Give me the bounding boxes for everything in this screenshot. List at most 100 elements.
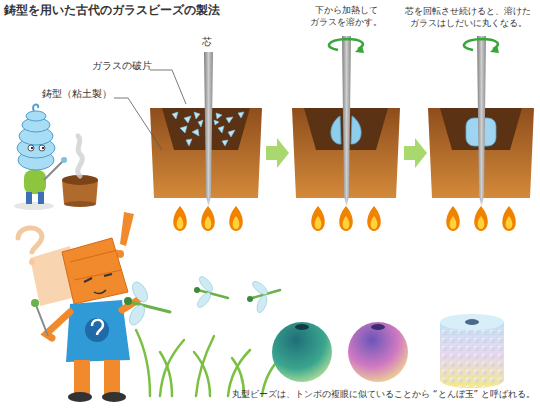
small-kiln — [62, 136, 98, 207]
leader-line — [150, 70, 186, 104]
round-bead — [272, 322, 332, 382]
flame — [173, 206, 187, 231]
caption: 丸型ビーズは、トンボの複眼に似ていることから “とんぼ玉” と呼ばれる。 — [232, 389, 535, 401]
orange-character — [18, 212, 138, 402]
dragonfly-wing — [129, 279, 150, 304]
grass — [136, 330, 282, 396]
glass-fragment — [218, 126, 224, 133]
bead-body — [348, 322, 408, 382]
arrow-head — [355, 45, 364, 53]
badge-question — [92, 320, 103, 335]
glass-bead — [31, 299, 39, 307]
grass-blade — [136, 330, 150, 396]
arm — [46, 312, 70, 338]
shadow — [14, 202, 54, 210]
bead-body — [272, 322, 332, 382]
glass-fragment — [186, 139, 192, 146]
mouth — [94, 290, 106, 294]
glass-fragment — [216, 113, 222, 119]
bead-hole — [371, 324, 385, 330]
flame — [367, 206, 381, 231]
round-bead — [348, 322, 408, 382]
glass-fragment — [172, 112, 178, 119]
grass-blade — [160, 352, 172, 396]
grass-blade — [160, 340, 184, 396]
cylinder-bead — [440, 314, 504, 388]
kiln-base — [64, 201, 96, 207]
diagram-title: 鋳型を用いた古代のガラスビーズの製法 — [4, 3, 220, 18]
dragonfly-wing — [126, 302, 147, 327]
melted-glass — [351, 116, 361, 144]
dragonfly-eye — [124, 297, 132, 305]
head — [62, 238, 128, 304]
dragonfly-eye — [194, 287, 200, 293]
pupil — [42, 147, 44, 149]
part-label: ガラスの破片 — [92, 60, 152, 72]
dragonfly-wing — [251, 279, 270, 297]
rotation-arrow — [329, 39, 498, 50]
leg — [26, 192, 32, 204]
glass-fragment — [180, 126, 187, 133]
leg — [38, 192, 44, 204]
dragonfly-wing — [195, 291, 213, 310]
glass-fragment — [192, 129, 199, 136]
dragonfly-wing — [197, 275, 215, 294]
arrow-head — [490, 45, 499, 53]
grass-blade — [196, 336, 214, 396]
held-rod — [44, 158, 66, 180]
rotation-arc — [329, 39, 363, 50]
step-arrow — [266, 138, 289, 168]
flame — [311, 206, 325, 231]
shirt-badge — [85, 318, 109, 342]
pupil — [31, 147, 33, 149]
spring-tip — [33, 104, 38, 111]
dragonfly — [247, 279, 280, 314]
body — [24, 170, 46, 194]
step-note: 下から加熱して ガラスを溶かす。 — [304, 5, 388, 28]
bead-hole — [295, 324, 309, 330]
glass-fragment — [214, 120, 219, 125]
core-rod — [204, 52, 213, 206]
dragonfly — [124, 279, 170, 327]
glass-bead — [61, 157, 67, 163]
glass-fragment — [228, 130, 235, 137]
eye — [39, 145, 45, 151]
bead-hole — [465, 319, 479, 325]
glass-fragment — [238, 112, 244, 118]
rotation-arc — [464, 39, 498, 50]
step-arrow — [404, 138, 427, 168]
shoe — [102, 392, 126, 402]
core-rod — [342, 36, 351, 206]
flame — [446, 206, 460, 231]
dragonfly — [194, 275, 228, 310]
bead-body — [440, 322, 504, 388]
eyes — [84, 274, 112, 282]
step-note: 芯を回転させ続けると、溶けた ガラスはしだいに丸くなる。 — [400, 5, 536, 29]
leader-line — [114, 98, 162, 150]
glass-fragment — [226, 117, 233, 123]
glass-fragment — [198, 120, 203, 127]
melted-glass — [331, 116, 341, 144]
flame — [201, 206, 215, 231]
glass-fragment — [222, 140, 228, 146]
head-fold — [70, 250, 118, 262]
part-label: 鋳型（粘土製） — [42, 88, 112, 100]
flame — [502, 206, 516, 231]
dot-texture — [440, 322, 504, 388]
flame — [474, 206, 488, 231]
flame — [339, 206, 353, 231]
grass-blade — [194, 352, 210, 396]
glass-fragment — [184, 116, 191, 123]
head-fold — [74, 270, 122, 280]
bead-top — [440, 314, 504, 330]
exclamation-mark — [120, 212, 134, 246]
glass-fragment — [194, 112, 200, 119]
part-label: 芯 — [202, 36, 212, 48]
dragonfly-eye — [247, 296, 253, 302]
dragonfly-wing — [255, 294, 269, 314]
leg — [74, 360, 90, 394]
spring-coil — [26, 111, 46, 121]
leg — [104, 360, 120, 394]
core-rod — [477, 36, 486, 206]
